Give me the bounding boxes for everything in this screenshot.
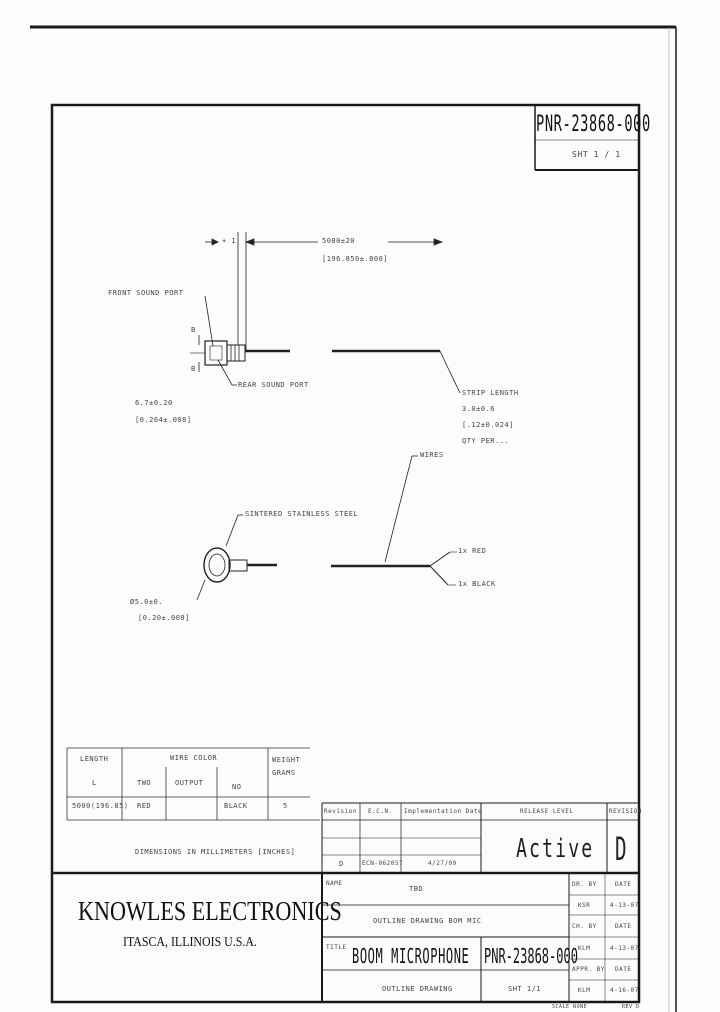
length-mm-label: 5000±20 (322, 237, 356, 245)
rev-header-release-level: RELEASE LEVEL (520, 808, 574, 815)
spec-sub-two: TWO (137, 779, 152, 787)
tb-right-r3-c1: 4-13-07 (610, 945, 639, 952)
rev-row-revision: D (339, 860, 344, 868)
tolerance-top-label: + 1 (222, 237, 237, 245)
strip-length-line-4: QTY PER... (462, 437, 510, 445)
wire-red-label: 1x RED (458, 547, 487, 555)
strip-length-line-2: 3.0±0.6 (462, 405, 496, 413)
spec-header-weight: WEIGHT GRAMS (272, 756, 301, 777)
front-sound-port-label: FRONT SOUND PORT (108, 289, 184, 297)
dimensions-note: DIMENSIONS IN MILLIMETERS [INCHES] (135, 848, 296, 856)
spec-sub-no: NO (232, 783, 242, 791)
rev-header-ecn: E.C.N. (368, 808, 393, 815)
length-in-label: [196.850±.800] (322, 255, 389, 263)
title-sheet: SHT 1/1 (508, 985, 542, 993)
diameter-mm-label: 6.7±0.20 (135, 399, 173, 407)
rev-row-ecn: ECN-062057 (362, 860, 404, 867)
tb-right-r0-c0: DR. BY (572, 881, 597, 888)
spec-sub-output: OUTPUT (175, 779, 204, 787)
wires-label: WIRES (420, 451, 444, 459)
company-name: KNOWLES ELECTRONICS (78, 896, 342, 926)
ring-dia-mm-label: Ø5.0±0. (130, 598, 164, 606)
tb-right-r2-c1: DATE (615, 923, 632, 930)
tb-right-r5-c1: 4-16-07 (610, 987, 639, 994)
tb-right-r4-c0: APPR. BY (572, 966, 605, 973)
title-subtitle: OUTLINE DRAWING (382, 985, 453, 993)
footer-rev: REV D (622, 1004, 640, 1010)
company-location: ITASCA, ILLINOIS U.S.A. (123, 935, 257, 950)
title-name-label: NAME (326, 880, 343, 887)
strip-length-line-1: STRIP LENGTH (462, 389, 519, 397)
tb-right-r2-c0: CH. BY (572, 923, 597, 930)
rev-header-revision-col: REVISION (609, 808, 642, 815)
strip-length-line-3: [.12±0.024] (462, 421, 514, 429)
rear-sound-port-label: REAR SOUND PORT (238, 381, 309, 389)
tb-right-r1-c0: KSR (578, 902, 591, 909)
title-part-number: PNR-23868-000 (484, 944, 578, 968)
diameter-in-label: [0.264±.008] (135, 416, 192, 424)
rev-header-revision: Revision (324, 808, 357, 815)
revision-letter: D (615, 830, 627, 868)
tb-right-r1-c1: 4-13-07 (610, 902, 639, 909)
tb-right-r5-c0: KLM (578, 987, 591, 994)
title-label: TITLE (326, 944, 347, 951)
title-main: BOOM MICROPHONE (352, 944, 470, 968)
release-level-value: Active (516, 834, 595, 864)
sheet-label: SHT 1 / 1 (572, 150, 621, 159)
marker-b-bottom: B (191, 365, 196, 373)
footer-scale: SCALE NONE (552, 1004, 588, 1010)
spec-cell-no: BLACK (224, 802, 248, 810)
rev-row-date: 4/27/09 (428, 860, 457, 867)
marker-b-top: B (191, 326, 196, 334)
spec-cell-two: RED (137, 802, 152, 810)
tb-right-r4-c1: DATE (615, 966, 632, 973)
title-name-value: TBD (409, 885, 424, 893)
wire-black-label: 1x BLACK (458, 580, 496, 588)
sintered-steel-label: SINTERED STAINLESS STEEL (245, 510, 359, 518)
title-drawing-type: OUTLINE DRAWING BOM MIC (373, 917, 482, 925)
spec-cell-weight: 5 (283, 802, 288, 810)
spec-header-wire-color: WIRE COLOR (170, 754, 218, 762)
rev-header-date: Implementation Date (404, 808, 483, 815)
tb-right-r3-c0: KLM (578, 945, 591, 952)
tb-right-r0-c1: DATE (615, 881, 632, 888)
spec-sub-l: L (92, 779, 97, 787)
part-number-label: PNR-23868-000 (536, 112, 651, 137)
spec-cell-length: 5000(196.85) (72, 802, 129, 810)
spec-header-length: LENGTH (80, 755, 109, 763)
ring-dia-in-label: [0.20±.008] (138, 614, 190, 622)
